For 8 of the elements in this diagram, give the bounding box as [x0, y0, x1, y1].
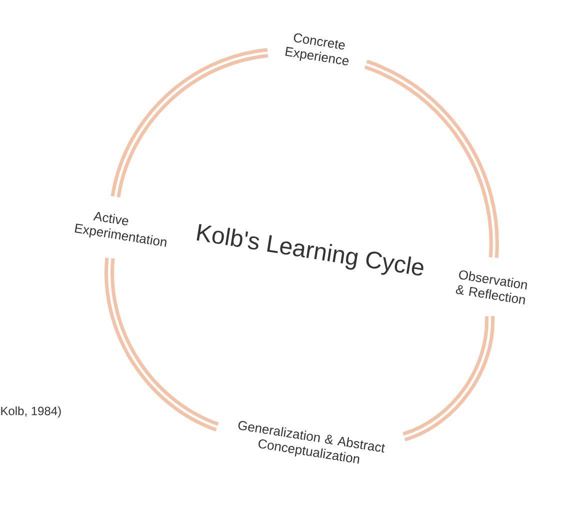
cycle-arc: [364, 60, 499, 258]
citation: Kolb, 1984): [1, 406, 61, 418]
title: Kolb's Learning Cycle: [196, 224, 424, 276]
stage-label: Concrete Experience: [285, 33, 348, 66]
cycle-arc: [104, 258, 220, 432]
cycle-arc: [402, 316, 494, 442]
cycle-arc: [110, 48, 268, 198]
stage-label: Observation & Reflection: [456, 270, 527, 304]
